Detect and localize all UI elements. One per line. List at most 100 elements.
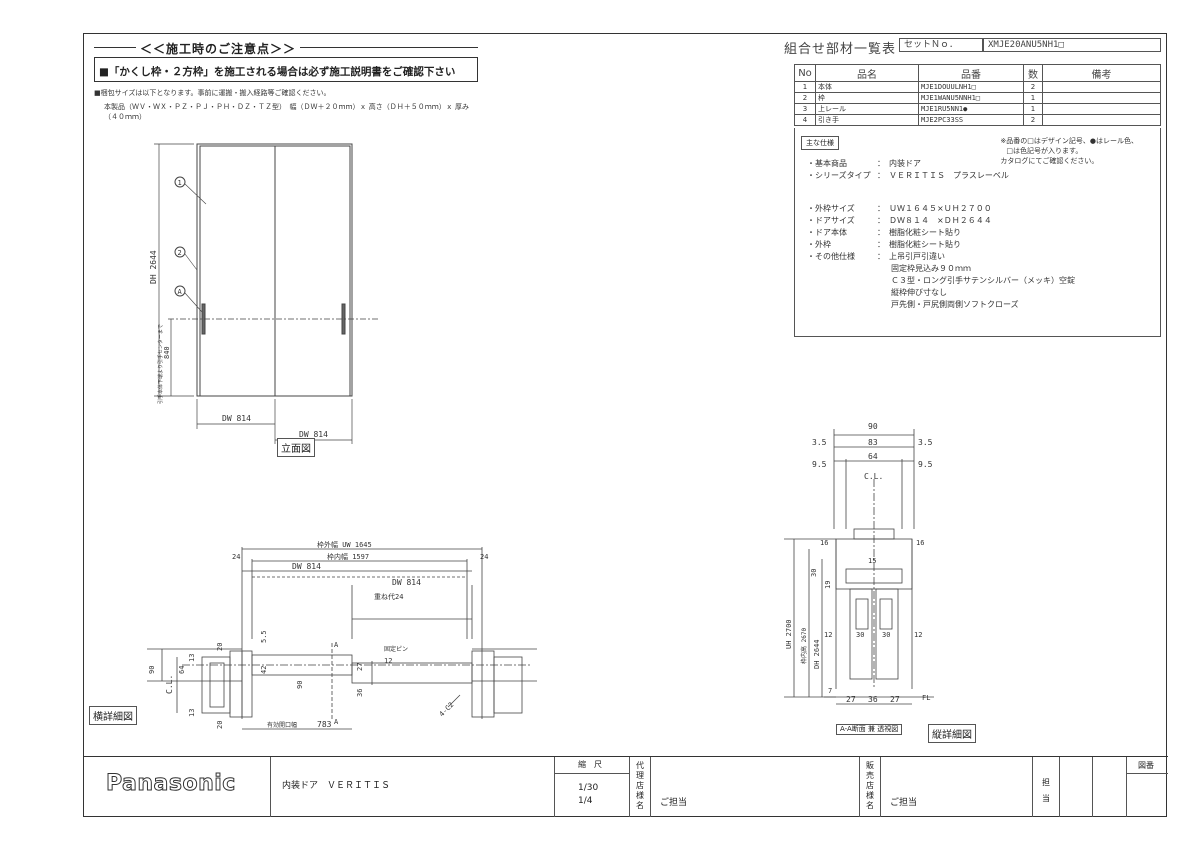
section-fl: FL xyxy=(922,694,930,702)
plan-c2: 4-C2 xyxy=(438,701,456,719)
dealer-label: 販売店様名 xyxy=(866,761,874,810)
section-d12b: 12 xyxy=(914,631,922,639)
section-d30c: 30 xyxy=(856,631,864,639)
plan-detail-drawing: 枠外幅 UW 1645 枠内幅 1597 DW 814 DW 814 重ね代24… xyxy=(147,540,537,730)
section-d15: 15 xyxy=(868,557,876,565)
elevation-handle-note: 引手本体下端より引手センターまで xyxy=(157,324,164,404)
parts-table: No 品名 品番 数 備考 1 本体 MJE1DOUULNH1□ 2 2 枠 M… xyxy=(794,64,1161,126)
table-row: 3 上レール MJE1RU5NN1● 1 xyxy=(794,103,1161,115)
spec-row: ・ドア本体： 樹脂化粧シート貼り xyxy=(807,228,961,237)
spec-extra: 固定枠見込み９０ｍｍ xyxy=(891,264,971,273)
plan-side-right: 24 xyxy=(480,553,488,561)
set-number: XMJE20ANU5NH1□ xyxy=(983,38,1161,52)
set-label: セットＮｏ． xyxy=(899,38,983,52)
zuban-label: 図番 xyxy=(1138,761,1154,770)
notes-line2: 本製品（ＷＶ・ＷＸ・ＰＺ・ＰＪ・ＰＨ・ＤＺ・ＴＺ型） 幅（ＤＷ＋２０ｍｍ）ｘ 高… xyxy=(104,103,469,121)
spec-row: ・外枠： 樹脂化粧シート貼り xyxy=(807,240,961,249)
parts-title: 組合せ部材一覧表 xyxy=(784,42,897,57)
plan-a-top: A xyxy=(334,641,339,649)
section-cl: C.L. xyxy=(864,472,883,481)
section-w35a: 3.5 xyxy=(812,438,827,447)
section-uh: UH 2700 xyxy=(785,619,793,649)
plan-d20a: 20 xyxy=(216,643,224,651)
elevation-handle-h: 840 xyxy=(163,346,171,359)
title-block: Panasonic 内装ドア ＶＥＲＩＴＩＳ 縮 尺 1/30 1/4 代理店様… xyxy=(84,756,1168,818)
spec-row: ・基本商品： 内装ドア xyxy=(807,159,921,168)
elevation-dh: DH 2644 xyxy=(149,250,158,284)
plan-cl: C.L. xyxy=(165,675,174,694)
col-name: 品名 xyxy=(815,64,919,82)
plan-a-bottom: A xyxy=(334,718,339,726)
plan-dw2: DW 814 xyxy=(392,578,421,587)
col-code: 品番 xyxy=(918,64,1024,82)
section-ih: 枠内高 2670 xyxy=(800,628,808,664)
plan-inner: 枠内幅 1597 xyxy=(327,552,369,561)
notes-title-row: ＜＜施工時のご注意点＞＞ xyxy=(94,40,478,57)
section-d7: 7 xyxy=(828,687,832,695)
plan-outer: 枠外幅 UW 1645 xyxy=(317,540,372,549)
plan-open-value: 783 xyxy=(317,720,332,729)
scale-2: 1/4 xyxy=(578,796,593,806)
tanto-label: 担当 xyxy=(1042,778,1050,803)
svg-text:1: 1 xyxy=(178,179,182,187)
agent-label: 代理店様名 xyxy=(636,761,644,810)
section-w90: 90 xyxy=(868,422,878,431)
col-qty: 数 xyxy=(1023,64,1043,82)
section-title: 縦詳細図 xyxy=(928,724,976,743)
section-d12a: 12 xyxy=(824,631,832,639)
col-note: 備考 xyxy=(1042,64,1161,82)
spec-extra: 縦枠伸び寸なし xyxy=(891,288,947,297)
section-b27a: 27 xyxy=(846,695,856,704)
plan-d36: 36 xyxy=(356,689,364,697)
notes-warning: ■「かくし枠・２方枠」を施工される場合は必ず施工説明書をご確認下さい xyxy=(99,66,456,78)
col-no: No xyxy=(794,64,816,82)
section-d16b: 16 xyxy=(916,539,924,547)
section-b27b: 27 xyxy=(890,695,900,704)
notes-warning-box: ■「かくし枠・２方枠」を施工される場合は必ず施工説明書をご確認下さい xyxy=(94,57,478,82)
table-row: 2 枠 MJE1WANU5NNH1□ 1 xyxy=(794,92,1161,104)
scale-1: 1/30 xyxy=(578,783,599,793)
elevation-title: 立面図 xyxy=(277,438,315,457)
dealer-contact: ご担当 xyxy=(890,798,918,808)
plan-pin: 固定ピン xyxy=(384,645,408,653)
table-row: 1 本体 MJE1DOUULNH1□ 2 xyxy=(794,81,1161,93)
spec-extra: 戸先側・戸尻側両側ソフトクローズ xyxy=(891,300,1019,309)
spec-row: ・その他仕様： 上吊引戸引違い xyxy=(807,252,945,261)
agent-contact: ご担当 xyxy=(660,798,688,808)
panasonic-logo: Panasonic xyxy=(106,771,236,797)
svg-text:A: A xyxy=(178,288,183,296)
section-w35b: 3.5 xyxy=(918,438,933,447)
table-row: 4 引き手 MJE2PC33SS 2 xyxy=(794,114,1161,126)
plan-d55: 5.5 xyxy=(260,630,268,643)
plan-d27: 27 xyxy=(356,663,364,671)
section-d19: 19 xyxy=(824,581,832,589)
notes-line1: ■梱包サイズは以下となります。事前に運搬・搬入経路等ご確認ください。 xyxy=(94,89,331,97)
parts-header-row: No 品名 品番 数 備考 xyxy=(794,64,1161,82)
section-w95a: 9.5 xyxy=(812,460,827,469)
spec-footnote: ※品番の□はデザイン記号、●はレール色、 □は色記号が入ります。 カタログにてご… xyxy=(1000,137,1138,165)
plan-open-label: 有効開口幅 xyxy=(267,721,297,729)
plan-d20b: 20 xyxy=(216,721,224,729)
product-name: 内装ドア ＶＥＲＩＴＩＳ xyxy=(282,781,391,791)
section-caption: A-A断面 兼 透視図 xyxy=(836,724,903,735)
spec-row: ・シリーズタイプ： ＶＥＲＩＴＩＳ プラスレーベル xyxy=(807,171,1009,180)
elevation-dw1: DW 814 xyxy=(222,414,251,423)
section-w95b: 9.5 xyxy=(918,460,933,469)
plan-d13a: 13 xyxy=(188,654,196,662)
spec-extra: Ｃ３型・ロング引手サテンシルバー（メッキ）空錠 xyxy=(891,276,1075,285)
section-b36: 36 xyxy=(868,695,878,704)
plan-d13b: 13 xyxy=(188,709,196,717)
plan-d90: 90 xyxy=(148,666,156,674)
spec-panel: 主な仕様 ※品番の□はデザイン記号、●はレール色、 □は色記号が入ります。 カタ… xyxy=(794,128,1161,337)
construction-notes: ＜＜施工時のご注意点＞＞ ■「かくし枠・２方枠」を施工される場合は必ず施工説明書… xyxy=(94,40,478,122)
plan-side-left: 24 xyxy=(232,553,240,561)
plan-d12: 12 xyxy=(384,657,392,665)
svg-text:2: 2 xyxy=(178,249,182,257)
section-d30: 30 xyxy=(810,569,818,577)
drawing-sheet: ＜＜施工時のご注意点＞＞ ■「かくし枠・２方枠」を施工される場合は必ず施工説明書… xyxy=(83,33,1168,818)
plan-overlap: 重ね代24 xyxy=(374,592,403,601)
section-detail-drawing: 90 3.5 83 3.5 64 9.5 9.5 C.L. 16 16 15 3… xyxy=(784,422,934,705)
section-w83: 83 xyxy=(868,438,878,447)
plan-d90b: 90 xyxy=(296,681,304,689)
plan-d42: 42 xyxy=(260,666,268,674)
